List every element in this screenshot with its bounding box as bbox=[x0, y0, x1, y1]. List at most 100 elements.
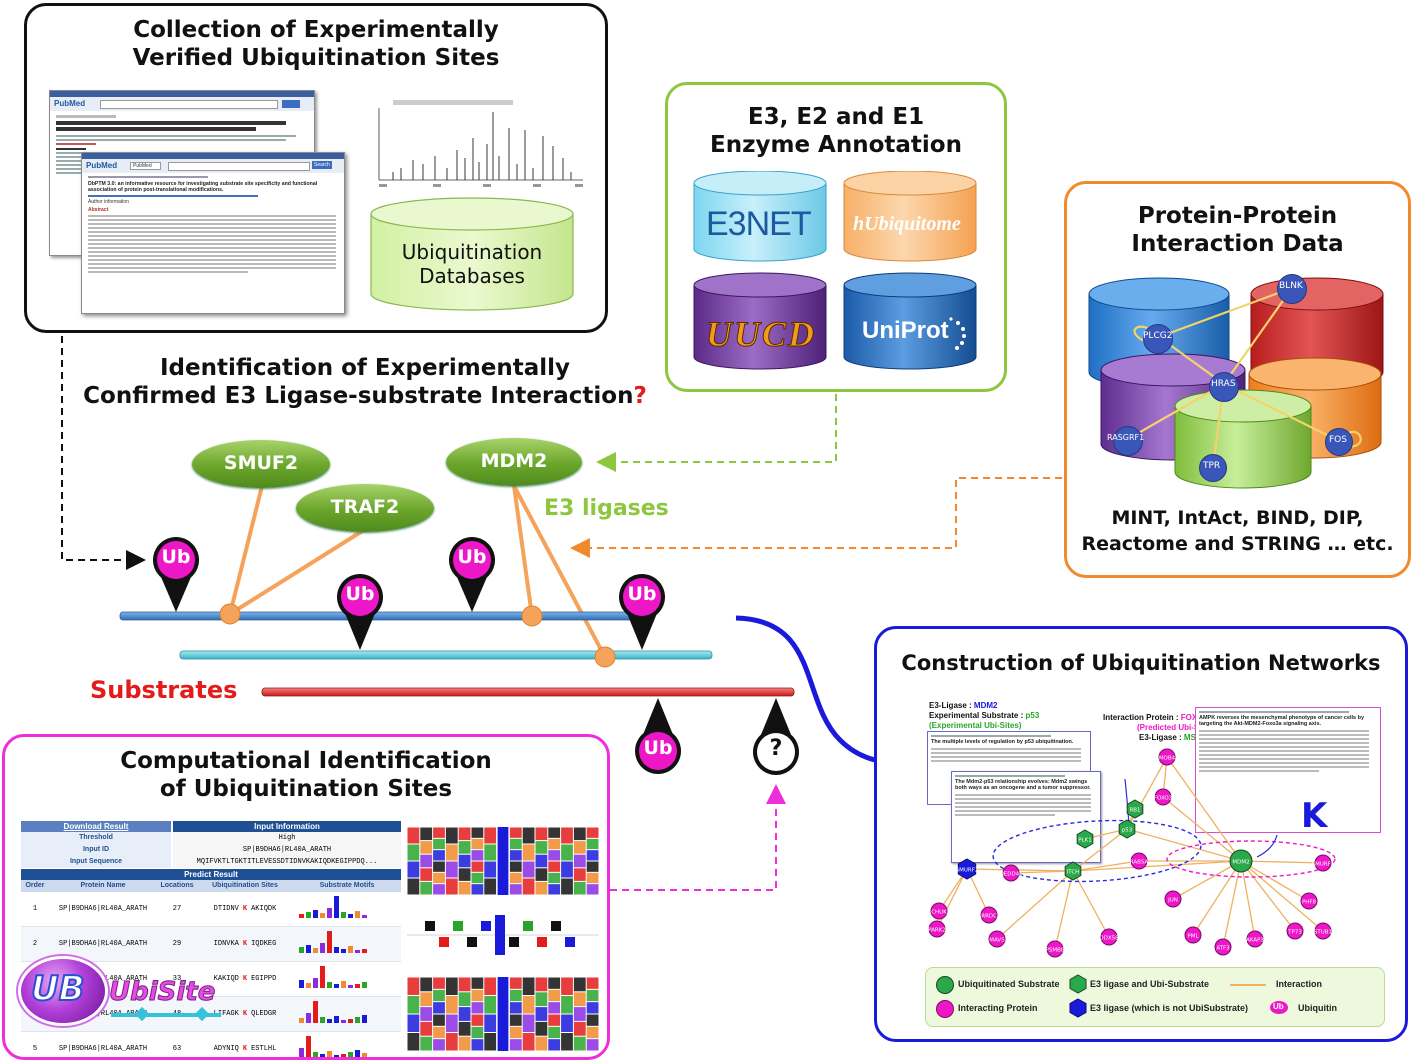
network-node[interactable]: CHUK bbox=[930, 902, 948, 920]
table-header-row: Order Protein Name Locations Ubiquitinat… bbox=[21, 880, 401, 892]
unknown-pin-label: ? bbox=[769, 736, 783, 761]
logo-residue bbox=[535, 854, 548, 868]
ligase-smuf2-label: SMUF2 bbox=[223, 452, 299, 474]
network-node[interactable]: MDM2 bbox=[1229, 849, 1253, 873]
ligase-mdm2[interactable] bbox=[446, 438, 582, 486]
networks-title: Construction of Ubiquitination Networks bbox=[901, 651, 1381, 675]
ligase-traf2[interactable] bbox=[296, 484, 434, 532]
network-node[interactable]: MOB4 bbox=[1158, 748, 1176, 766]
logo-residue bbox=[561, 996, 573, 1014]
pubmed-search-input[interactable] bbox=[168, 162, 310, 171]
logo-residue bbox=[471, 838, 484, 850]
logo-residue bbox=[535, 992, 548, 1007]
logo-residue bbox=[586, 989, 599, 1002]
network-node-label: TP73 bbox=[1287, 930, 1302, 936]
ppi-node-plcg2-label: PLCG2 bbox=[1143, 331, 1173, 341]
logo-k-column bbox=[495, 915, 505, 955]
seq-logo-top bbox=[407, 825, 599, 897]
motif-bar bbox=[341, 912, 346, 918]
logo-residue bbox=[522, 977, 535, 995]
ligase-smuf2[interactable] bbox=[192, 440, 330, 488]
collection-title-line2: Verified Ubiquitination Sites bbox=[132, 45, 500, 72]
logo-residue bbox=[471, 872, 484, 884]
ppi-node-fos-label: FOS bbox=[1329, 435, 1347, 445]
computational-title-line1: Computational Identification bbox=[120, 748, 492, 774]
logo-residue bbox=[535, 1021, 548, 1036]
logo-residue bbox=[586, 1039, 599, 1051]
uniprot-cylinder bbox=[843, 272, 977, 370]
network-node[interactable]: STUB1 bbox=[1314, 922, 1332, 940]
logo-residue bbox=[433, 977, 445, 989]
input-id-value: SP|B9DHA6|RL40A_ARATH bbox=[173, 844, 401, 856]
pubmed-search-button[interactable]: Search bbox=[312, 161, 332, 169]
collection-title-line1: Collection of Experimentally bbox=[133, 17, 499, 43]
network-node[interactable]: JUN bbox=[1164, 890, 1182, 908]
logo-residue bbox=[522, 878, 535, 895]
network-node[interactable]: NEDD4L bbox=[1000, 864, 1024, 882]
logo-residue bbox=[573, 977, 586, 992]
network-node-label: MAVS bbox=[989, 938, 1005, 944]
pubmed-article-title[interactable]: DbPTM 3.0: an informative resource for i… bbox=[88, 181, 318, 193]
logo-residue bbox=[548, 977, 561, 989]
net-exp-substrate-value: p53 bbox=[1025, 711, 1040, 720]
ub-pin-4-label: Ub bbox=[627, 583, 657, 605]
motif-bar bbox=[299, 980, 304, 988]
motif-bar bbox=[355, 911, 360, 918]
network-node[interactable]: RB1 bbox=[1126, 799, 1144, 819]
hubiquitome-cylinder bbox=[843, 171, 977, 262]
network-node[interactable]: FOXO3 bbox=[1154, 788, 1173, 806]
network-edge bbox=[1072, 860, 1242, 872]
network-edge bbox=[1192, 860, 1242, 936]
network-node[interactable]: PLK1 bbox=[1076, 829, 1094, 849]
pubmed-db-select[interactable]: PubMed bbox=[130, 162, 161, 170]
cell-protein: SP|B9DHA6|RL40A_ARATH bbox=[58, 975, 148, 983]
network-node[interactable]: p53 bbox=[1118, 819, 1136, 839]
network-node-label: DDX58 bbox=[1099, 936, 1119, 942]
logo-residue bbox=[535, 1007, 548, 1021]
network-node[interactable]: SMURF2 bbox=[956, 858, 979, 880]
ppi-node-rasgrf1 bbox=[1113, 426, 1143, 456]
network-node[interactable]: PARK2 bbox=[928, 920, 946, 938]
ubisite-wordmark: UbiSite bbox=[108, 977, 216, 1008]
network-node[interactable]: RAB5A bbox=[1130, 852, 1149, 870]
legend-ubi-substrate-icon bbox=[936, 976, 954, 994]
logo-residue bbox=[586, 1002, 599, 1014]
network-node[interactable]: PSMB8 bbox=[1046, 940, 1065, 958]
db-label-line1: Ubiquitination bbox=[401, 240, 543, 264]
network-node-label: PHF8 bbox=[1302, 900, 1317, 906]
cell-location: 63 bbox=[172, 1045, 182, 1053]
ppi-node-hras-label: HRAS bbox=[1211, 379, 1236, 389]
motif-bar bbox=[348, 914, 353, 918]
network-node[interactable]: ATF3 bbox=[1214, 938, 1232, 956]
network-node[interactable]: DDX58 bbox=[1099, 928, 1119, 946]
network-node[interactable]: ITCH bbox=[1064, 861, 1082, 881]
legend-interacting-protein: Interacting Protein bbox=[958, 1003, 1038, 1013]
network-node[interactable]: ARRDC3 bbox=[978, 906, 1001, 924]
network-node-label: RAB5A bbox=[1130, 860, 1149, 866]
network-node[interactable]: TP73 bbox=[1286, 922, 1304, 940]
article3-title[interactable]: AMPK reverses the mesenchymal phenotype … bbox=[1199, 715, 1365, 727]
cell-motif-logo bbox=[293, 927, 401, 961]
cell-motif-logo bbox=[293, 997, 401, 1031]
pubmed-author-info[interactable]: Author information bbox=[88, 199, 129, 205]
article2-title[interactable]: The Mdm2-p53 relationship evolves: Mdm2 … bbox=[955, 779, 1091, 791]
logo-residue bbox=[548, 827, 561, 838]
ligase-mdm2-label: MDM2 bbox=[480, 450, 548, 472]
motif-bar bbox=[306, 945, 311, 953]
network-node[interactable]: PML bbox=[1184, 926, 1202, 944]
logo-residue bbox=[573, 868, 586, 881]
logo-residue bbox=[561, 977, 573, 995]
substrate-bar-cyan bbox=[179, 650, 713, 660]
download-result-button[interactable]: Download Result bbox=[21, 821, 171, 832]
network-node[interactable]: AKAP3 bbox=[1246, 930, 1264, 948]
logo-residue bbox=[420, 854, 433, 868]
network-node[interactable]: SMURF1 bbox=[1312, 854, 1335, 872]
motif-bar bbox=[341, 981, 346, 988]
site-right: IQDKEG bbox=[251, 940, 277, 948]
network-node[interactable]: PHF8 bbox=[1300, 892, 1318, 910]
network-edge bbox=[1054, 870, 1074, 950]
article1-title[interactable]: The multiple levels of regulation by p53… bbox=[931, 739, 1074, 745]
network-edge bbox=[1240, 860, 1324, 932]
network-node[interactable]: MAVS bbox=[988, 930, 1006, 948]
collection-panel: Collection of Experimentally Verified Ub… bbox=[24, 3, 608, 333]
